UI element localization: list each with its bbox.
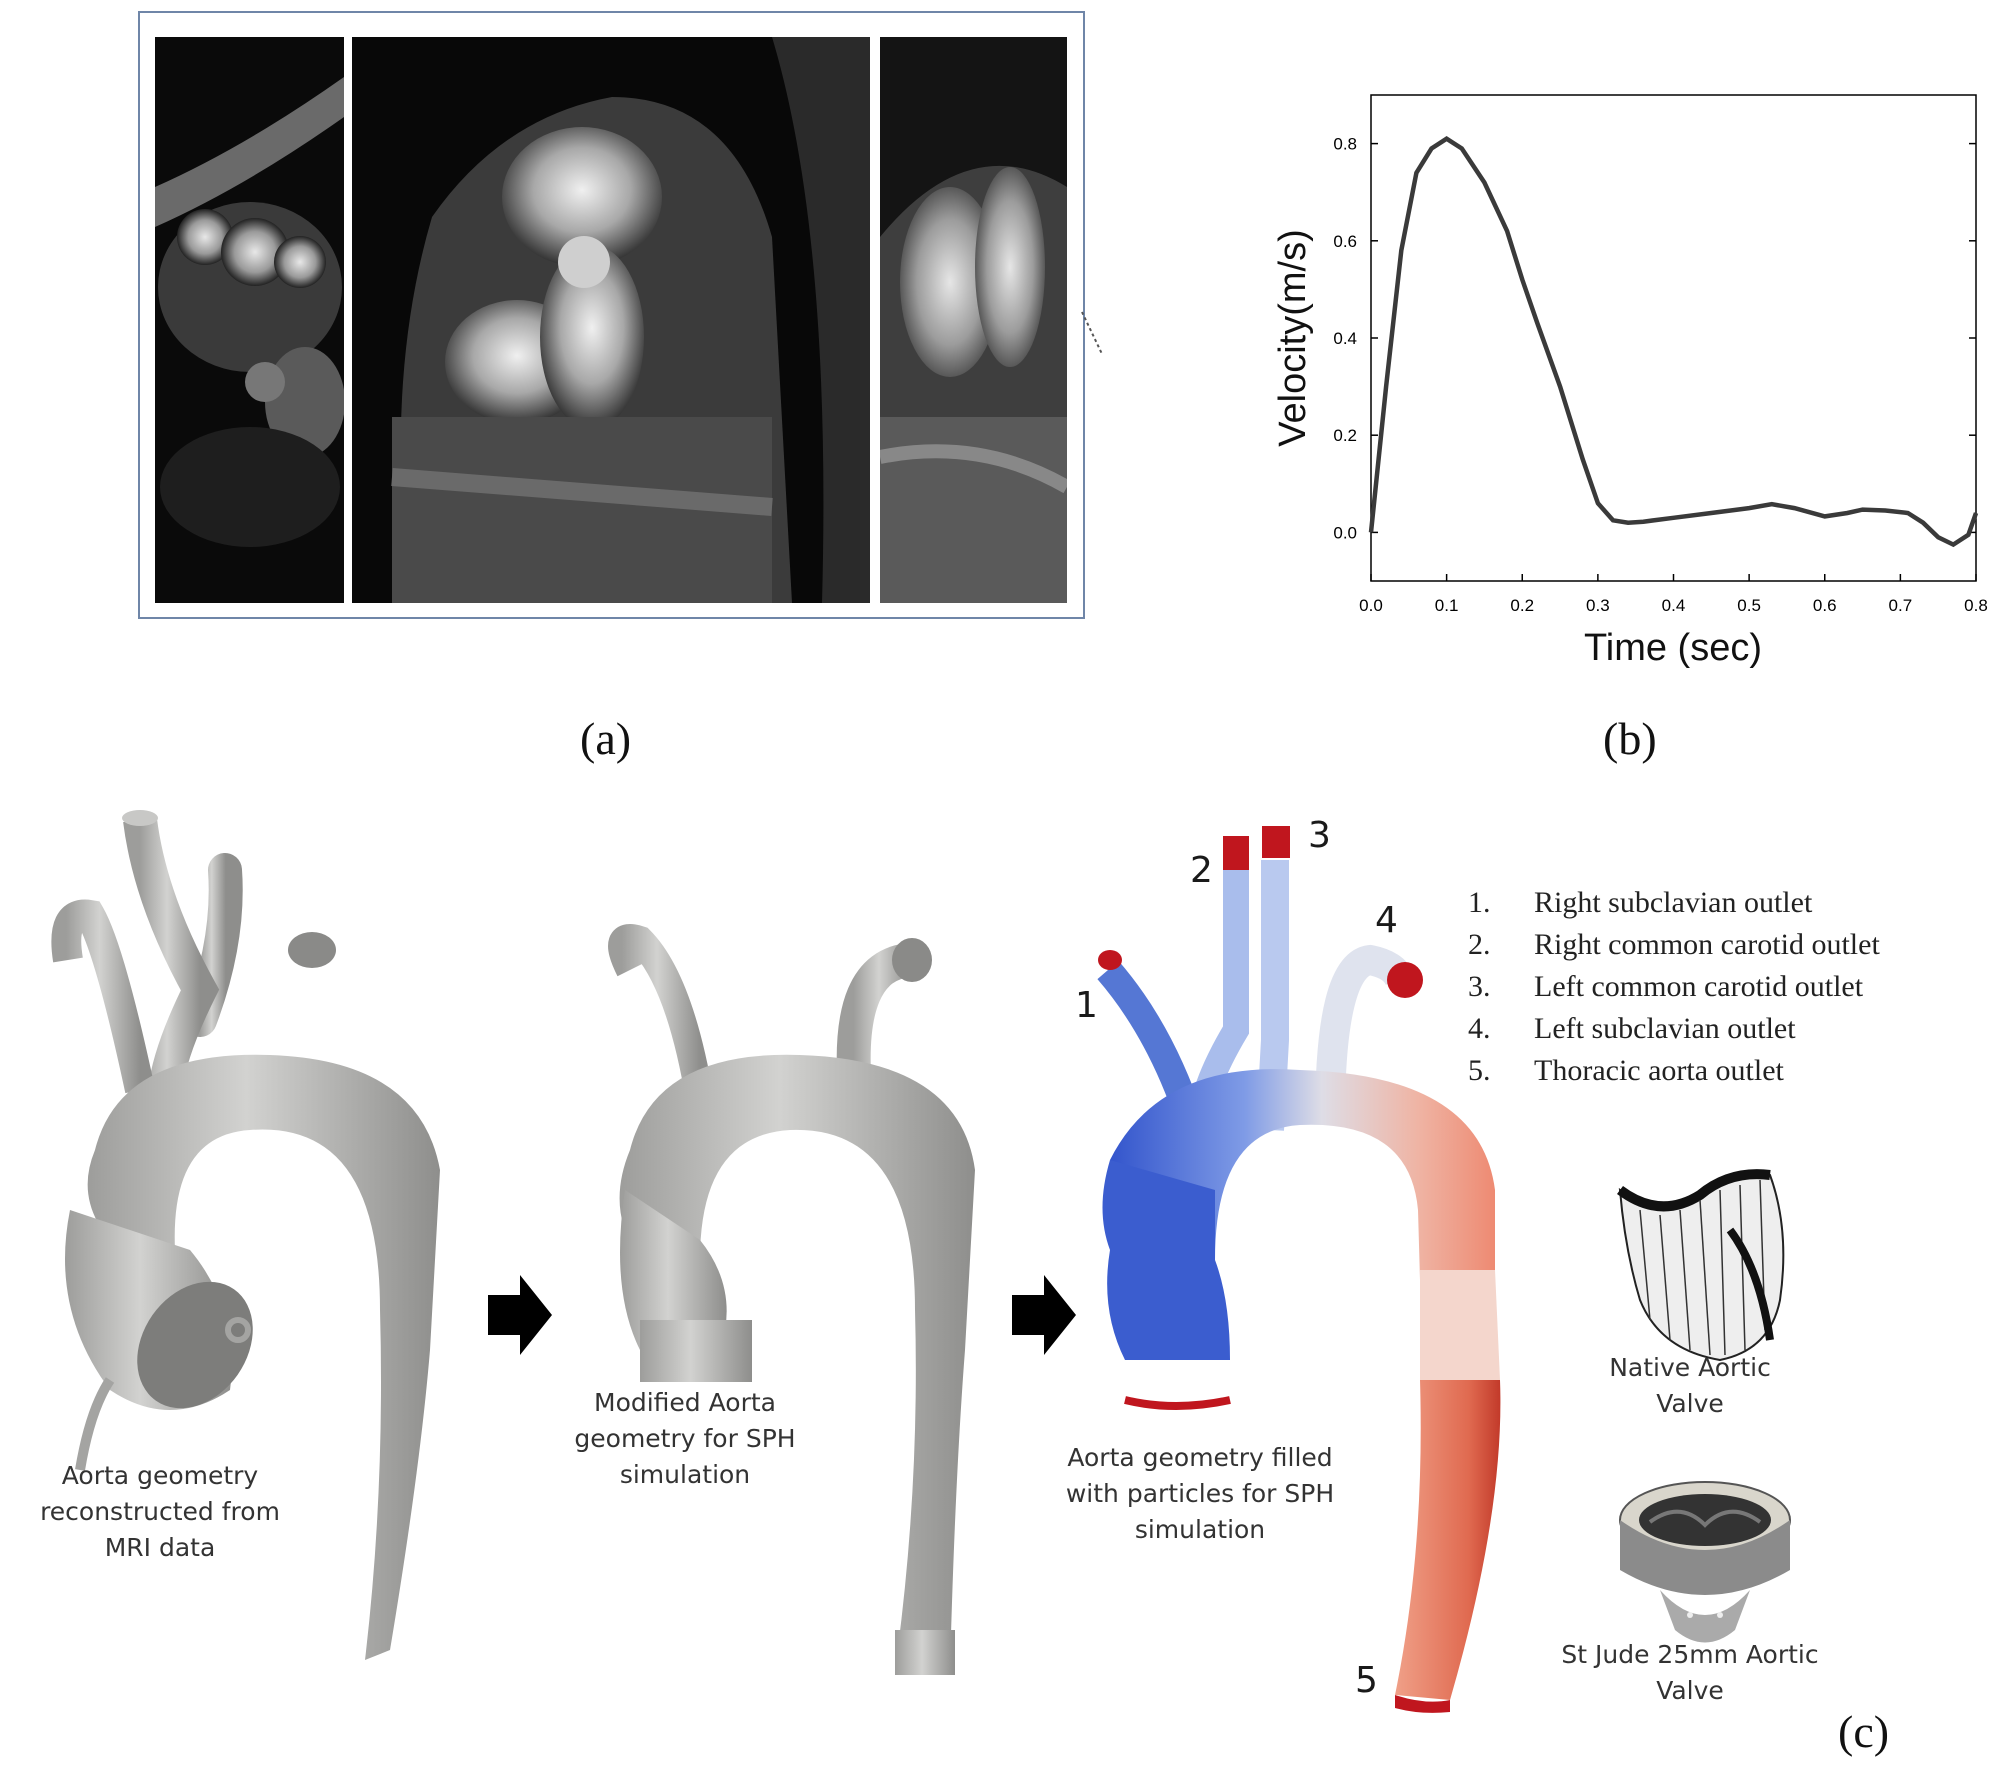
x-tick-label: 0.5	[1737, 596, 1761, 615]
mri-figure	[138, 11, 1085, 619]
y-axis-label: Velocity(m/s)	[1272, 229, 1314, 446]
x-tick-label: 0.0	[1359, 596, 1383, 615]
inlet-cap	[1124, 1396, 1231, 1410]
outlet-5-cap	[1395, 1695, 1450, 1713]
list-item: 2.Right common carotid outlet	[1468, 928, 1880, 961]
x-tick-label: 0.6	[1813, 596, 1837, 615]
native-aortic-valve-model	[1617, 1169, 1785, 1362]
outlet-number-5: 5	[1355, 1660, 1378, 1701]
list-item: 3.Left common carotid outlet	[1468, 970, 1864, 1003]
velocity-chart: 0.0 0.1 0.2 0.3 0.4 0.5 0.6 0.7 0.8 0.0 0.2 0.4 0.6 0…	[1272, 94, 1988, 669]
outlet-1-cap	[1098, 950, 1122, 970]
y-tick-label: 0.6	[1333, 232, 1357, 251]
plot-frame	[1370, 94, 1977, 582]
x-tick-label: 0.1	[1435, 596, 1459, 615]
y-tick-label: 0.0	[1333, 523, 1357, 542]
outlet-number-1: 1	[1075, 985, 1098, 1026]
x-tick-label: 0.3	[1586, 596, 1610, 615]
y-tick-label: 0.4	[1333, 329, 1357, 348]
outlet-2-cap	[1223, 836, 1249, 870]
mri-axial-image	[155, 37, 344, 603]
outlet-4-cap	[1387, 962, 1423, 998]
list-item: 5.Thoracic aorta outlet	[1468, 1054, 1784, 1087]
caption-st-jude-valve: St Jude 25mm Aortic Valve	[1561, 1640, 1819, 1705]
aorta-reconstructed-model	[51, 810, 440, 1660]
st-jude-valve-model	[1619, 1481, 1791, 1643]
outlet-3-cap	[1262, 826, 1290, 858]
outlet-number-4: 4	[1375, 900, 1398, 941]
aorta-particle-model	[1097, 826, 1501, 1713]
mri-coronal-image	[880, 37, 1067, 603]
arrow-icon	[1012, 1275, 1076, 1355]
aorta-geometry-panel	[51, 810, 1791, 1713]
arrow-icon	[488, 1275, 552, 1355]
caption-native-valve: Native Aortic Valve	[1609, 1353, 1771, 1418]
x-tick-label: 0.2	[1510, 596, 1534, 615]
caption-geometry-particles: Aorta geometry filled with particles for…	[1065, 1443, 1335, 1544]
list-item: 4.Left subclavian outlet	[1468, 1012, 1796, 1045]
x-tick-label: 0.7	[1889, 596, 1913, 615]
list-item: 1.Right subclavian outlet	[1468, 886, 1813, 919]
panel-label-a: (a)	[580, 713, 632, 764]
velocity-series-line	[1368, 136, 1979, 548]
outlet-number-3: 3	[1308, 815, 1331, 856]
outlet-number-2: 2	[1190, 850, 1213, 891]
mri-sagittal-image	[352, 37, 870, 603]
x-axis-label: Time (sec)	[1584, 627, 1762, 669]
caption-geometry-modified: Modified Aorta geometry for SPH simulati…	[574, 1388, 796, 1489]
x-tick-label: 0.8	[1964, 596, 1988, 615]
aorta-modified-model	[608, 855, 975, 1675]
y-tick-label: 0.2	[1333, 426, 1357, 445]
panel-label-b: (b)	[1603, 713, 1657, 764]
dashed-leader-line	[1081, 311, 1103, 355]
panel-label-c: (c)	[1838, 1706, 1890, 1757]
caption-geometry-reconstructed: Aorta geometry reconstructed from MRI da…	[40, 1461, 280, 1562]
y-tick-label: 0.8	[1333, 135, 1357, 154]
x-tick-label: 0.4	[1662, 596, 1686, 615]
outlet-legend: 1.Right subclavian outlet 2.Right common…	[1468, 882, 1880, 1092]
